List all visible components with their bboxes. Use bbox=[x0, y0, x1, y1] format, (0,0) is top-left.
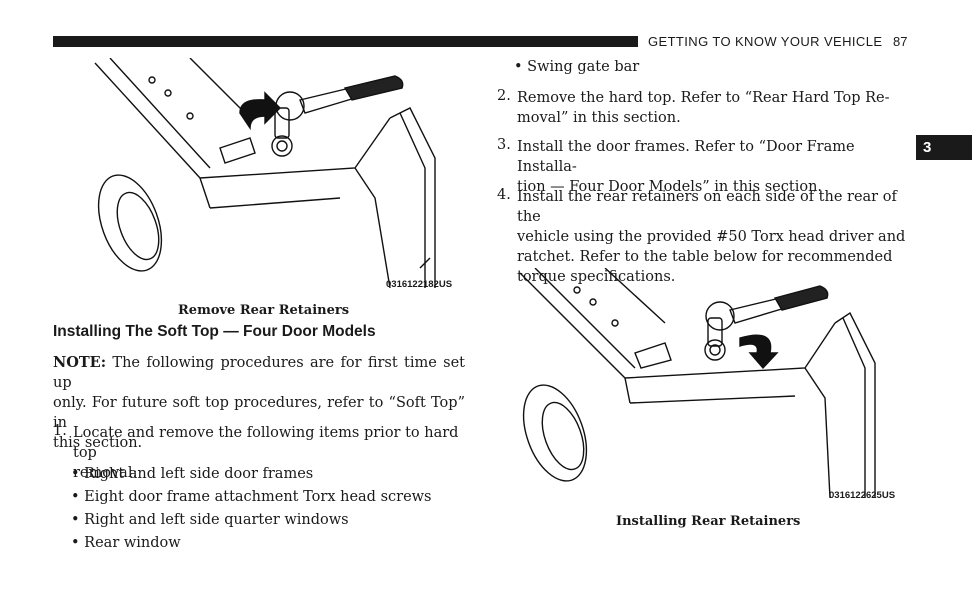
step-1-text: Locate and remove the following items pr… bbox=[73, 423, 468, 483]
figure-installing-rear-retainers bbox=[515, 268, 910, 506]
header-title: GETTING TO KNOW YOUR VEHICLE bbox=[648, 34, 883, 49]
section-tab: 3 bbox=[916, 135, 972, 160]
note-paragraph: NOTE: The following procedures are for f… bbox=[53, 353, 465, 453]
list-item: • Rear window bbox=[71, 535, 181, 551]
list-item: • Eight door frame attachment Torx head … bbox=[71, 489, 432, 505]
step-2-line-2: moval” in this section. bbox=[517, 110, 681, 126]
list-item-text: Eight door frame attachment Torx head sc… bbox=[84, 489, 432, 505]
step-1-line-1: Locate and remove the following items pr… bbox=[73, 425, 459, 461]
figure-caption-right: Installing Rear Retainers bbox=[616, 514, 801, 529]
step-2-line-1: Remove the hard top. Refer to “Rear Hard… bbox=[517, 90, 890, 106]
list-item: • Swing gate bar bbox=[514, 59, 640, 75]
step-1-number: 1. bbox=[53, 423, 67, 439]
list-item: • Right and left side quarter windows bbox=[71, 512, 349, 528]
step-2-number: 2. bbox=[497, 88, 511, 104]
step-3-text: Install the door frames. Refer to “Door … bbox=[517, 137, 909, 197]
figure-caption-left: Remove Rear Retainers bbox=[178, 303, 350, 318]
note-label: NOTE: bbox=[53, 354, 107, 371]
list-item-text: Right and left side quarter windows bbox=[84, 512, 349, 528]
list-item-text: Right and left side door frames bbox=[84, 466, 314, 482]
figure-code-left: 0316122182US bbox=[386, 279, 453, 290]
list-item: • Right and left side door frames bbox=[71, 466, 314, 482]
note-text-2: only. For future soft top procedures, re… bbox=[53, 395, 465, 431]
ratchet-illustration-right bbox=[519, 268, 876, 499]
step-3-line-2: tion — Four Door Models” in this section… bbox=[517, 179, 823, 195]
header-rule bbox=[53, 36, 638, 47]
section-heading: Installing The Soft Top — Four Door Mode… bbox=[53, 323, 376, 340]
step-3-number: 3. bbox=[497, 137, 511, 153]
ratchet-illustration-left bbox=[94, 58, 436, 289]
step-4-line-3: ratchet. Refer to the table below for re… bbox=[517, 249, 893, 265]
figure-code-right: 0316122625US bbox=[829, 490, 896, 501]
step-4-line-1: Install the rear retainers on each side … bbox=[517, 189, 897, 225]
step-4-number: 4. bbox=[497, 187, 511, 203]
note-text-3: this section. bbox=[53, 435, 143, 451]
step-4-line-4: torque specifications. bbox=[517, 269, 676, 285]
step-4-line-2: vehicle using the provided #50 Torx head… bbox=[517, 229, 906, 245]
note-text-1: The following procedures are for first t… bbox=[53, 355, 465, 391]
step-3-line-1: Install the door frames. Refer to “Door … bbox=[517, 139, 855, 175]
list-item-text: Rear window bbox=[84, 535, 181, 551]
page-number: 87 bbox=[893, 34, 908, 49]
figure-remove-rear-retainers bbox=[90, 58, 465, 293]
list-item-text: Swing gate bar bbox=[527, 59, 640, 75]
step-1-line-2: removal: bbox=[73, 465, 138, 481]
step-2-text: Remove the hard top. Refer to “Rear Hard… bbox=[517, 88, 909, 128]
step-4-text: Install the rear retainers on each side … bbox=[517, 187, 909, 287]
